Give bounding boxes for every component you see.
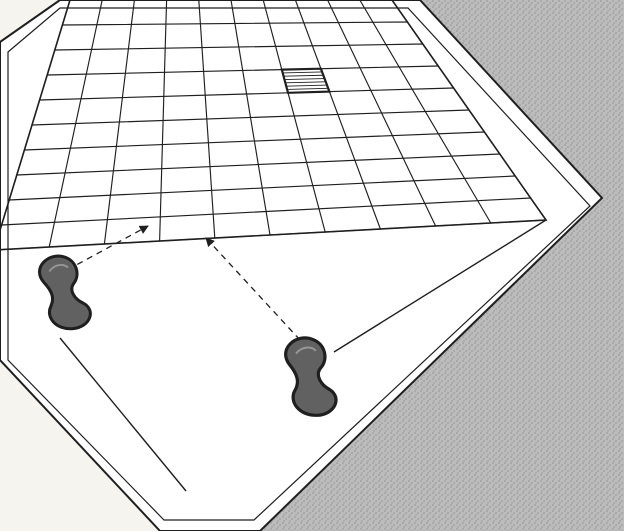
target-cell-group (282, 69, 330, 93)
